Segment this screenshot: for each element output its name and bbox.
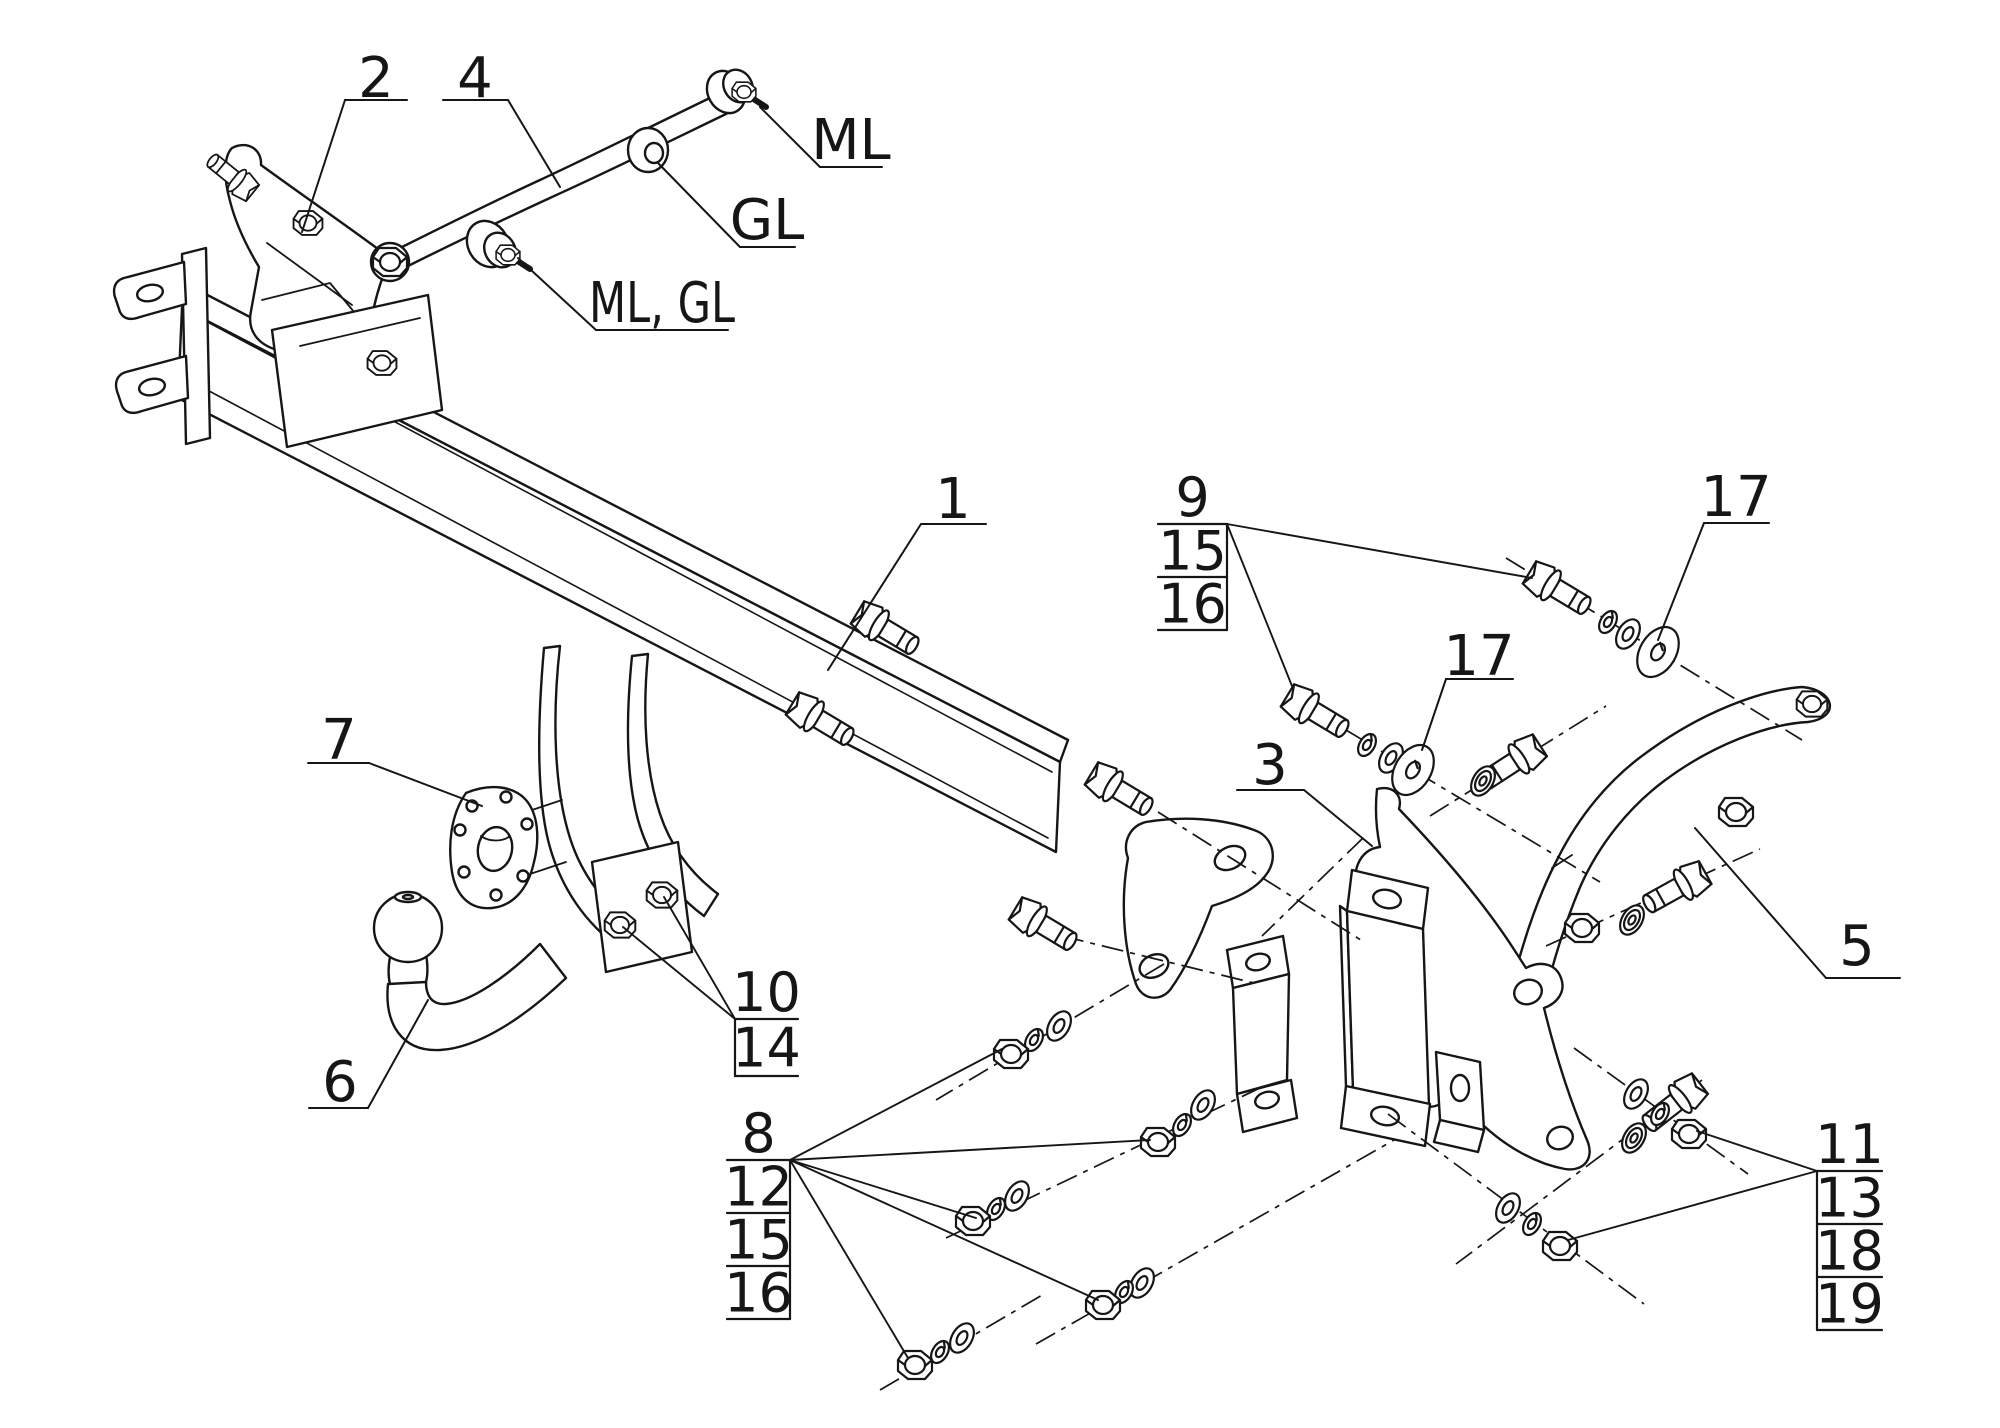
table-head-table-11: 11 [1815, 1113, 1884, 1176]
callout-label-part-5: 5 [1839, 914, 1875, 979]
flat-washer-icon [1041, 1006, 1077, 1046]
table-leader-table-8 [789, 1139, 1151, 1161]
table-leader-table-10 [663, 896, 736, 1020]
callout-label-part-7: 7 [321, 708, 357, 773]
socket-plate [449, 785, 567, 910]
table-row-table-9-16: 16 [1158, 573, 1227, 636]
leader-part-17a [1657, 522, 1705, 641]
bolt-icon [1277, 679, 1356, 747]
table-row-table-9-15: 15 [1158, 520, 1227, 583]
flat-washer-icon [1618, 1074, 1654, 1114]
leader-part-17b [1421, 678, 1447, 751]
bolt-icon [1519, 556, 1598, 624]
callout-label-ml-gl: ML, GL [589, 271, 735, 336]
ball-support-legs [538, 644, 720, 974]
callout-label-gl: GL [730, 188, 805, 253]
nut-icon [1139, 1126, 1177, 1158]
callout-label-part-4: 4 [457, 46, 493, 111]
arm-bushing-gl [626, 126, 670, 174]
table-leader-table-9 [1226, 523, 1533, 579]
nut-icon [731, 81, 757, 103]
table-leader-table-9 [1226, 523, 1293, 687]
nut-icon [371, 246, 409, 278]
leader-gl [657, 162, 741, 248]
callout-label-part-1: 1 [935, 467, 971, 532]
table-row-table-8-16: 16 [724, 1262, 793, 1325]
washer-icon [1614, 900, 1650, 940]
table-leader-table-11 [1567, 1170, 1818, 1241]
table-leader-table-11 [1696, 1130, 1818, 1172]
right-angle-bracket [1432, 1050, 1486, 1154]
spring-washer-icon [1353, 729, 1381, 761]
bolt-icon [1635, 856, 1715, 922]
leader-part-2 [301, 99, 346, 233]
table-head-table-10: 10 [732, 961, 801, 1024]
right-bracket-channel [1338, 868, 1432, 1148]
table-leader-table-8 [789, 1048, 1003, 1161]
nut-icon [1084, 1289, 1122, 1321]
callout-label-ml: ML [811, 108, 891, 173]
nut-icon [645, 881, 679, 909]
table-row-table-8-15: 15 [724, 1209, 793, 1272]
callout-label-part-2: 2 [358, 46, 394, 111]
nut-icon [954, 1205, 992, 1237]
leader-part-1 [827, 523, 922, 671]
leader-part-7 [368, 762, 483, 807]
nut-icon [1541, 1230, 1579, 1262]
table-head-table-9: 9 [1175, 466, 1209, 529]
left-mount-bracket [224, 143, 444, 449]
nut-icon [1563, 912, 1601, 944]
nut-icon [992, 1038, 1030, 1070]
table-row-table-11-18: 18 [1815, 1220, 1884, 1283]
flat-washer-icon [944, 1318, 980, 1358]
table-leader-table-8 [789, 1159, 1099, 1301]
nut-icon [366, 350, 398, 376]
table-leader-table-10 [622, 926, 736, 1020]
bolt-icon [1081, 757, 1160, 825]
bolt-icon [1005, 892, 1084, 960]
callout-label-part-17a: 17 [1700, 465, 1771, 530]
callout-label-part-6: 6 [322, 1050, 358, 1115]
nut-icon [896, 1349, 934, 1381]
table-leader-table-8 [789, 1159, 977, 1219]
arm-bushing-ml-gl [465, 219, 533, 272]
nut-icon [1670, 1118, 1708, 1150]
leader-part-3 [1303, 789, 1373, 847]
leader-ml [759, 106, 821, 168]
table-row-table-8-12: 12 [724, 1156, 793, 1219]
leader-part-6 [367, 999, 429, 1109]
right-side-arm [1514, 685, 1831, 1005]
nut-icon [1717, 796, 1755, 828]
leader-ml-gl [517, 257, 597, 331]
table-leader-table-8 [789, 1159, 909, 1359]
table-row-table-10-14: 14 [732, 1017, 801, 1080]
left-mounting-foot [112, 246, 212, 446]
center-support-channel [1225, 934, 1299, 1134]
left-side-arm [394, 88, 738, 270]
leader-part-4 [507, 99, 561, 188]
table-row-table-11-13: 13 [1815, 1167, 1884, 1230]
nut-icon [495, 244, 521, 266]
leader-part-5 [1694, 827, 1827, 979]
callout-label-part-3: 3 [1252, 733, 1288, 798]
tow-ball [372, 890, 568, 1052]
nut-icon [1795, 690, 1829, 718]
beam-end-plate [1122, 817, 1274, 999]
table-row-table-11-19: 19 [1815, 1273, 1884, 1336]
centerlines-layer [879, 557, 1803, 1391]
callout-label-part-17b: 17 [1443, 624, 1514, 689]
table-head-table-8: 8 [741, 1102, 775, 1165]
